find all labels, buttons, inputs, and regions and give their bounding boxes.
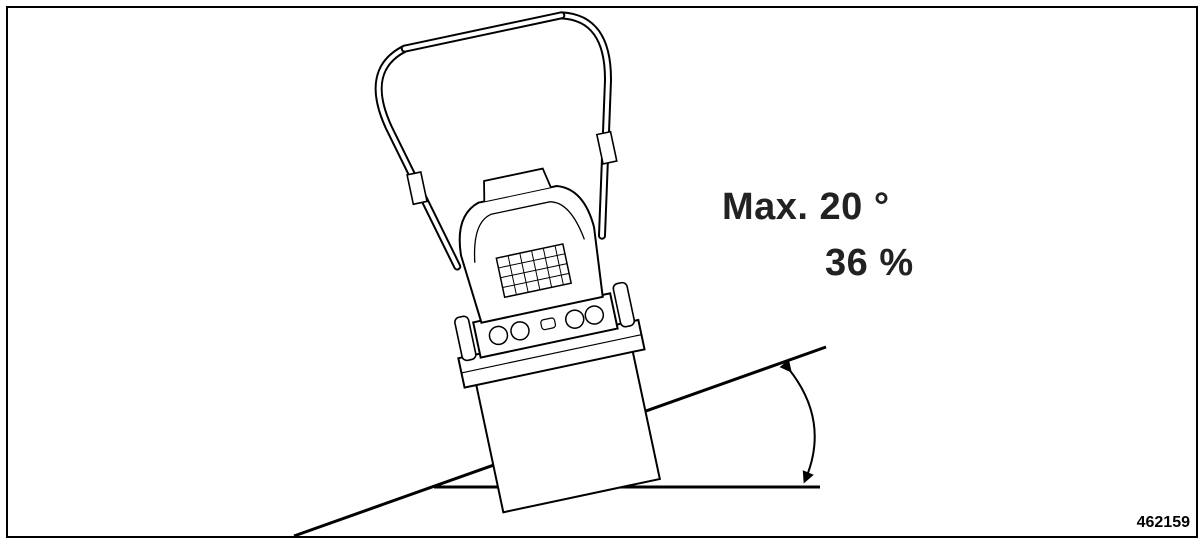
- panel-knob-right-1: [565, 309, 585, 329]
- panel-knob-left-2: [510, 321, 530, 341]
- angle-arc-arrow: [779, 359, 816, 484]
- panel-switch: [540, 317, 557, 331]
- left-wheel: [454, 315, 477, 362]
- panel-knob-right-2: [584, 305, 605, 325]
- panel-knob-left-1: [488, 325, 509, 346]
- walk-behind-machine: [374, 11, 662, 514]
- handle-clamp-right: [595, 130, 618, 165]
- right-wheel: [612, 281, 636, 328]
- figure-number: 462159: [1136, 514, 1190, 531]
- handle-clamp-left: [406, 171, 428, 206]
- max-angle-label: Max. 20 °: [722, 186, 890, 228]
- tank-cap: [483, 167, 552, 202]
- max-percent-label: 36 %: [825, 242, 914, 284]
